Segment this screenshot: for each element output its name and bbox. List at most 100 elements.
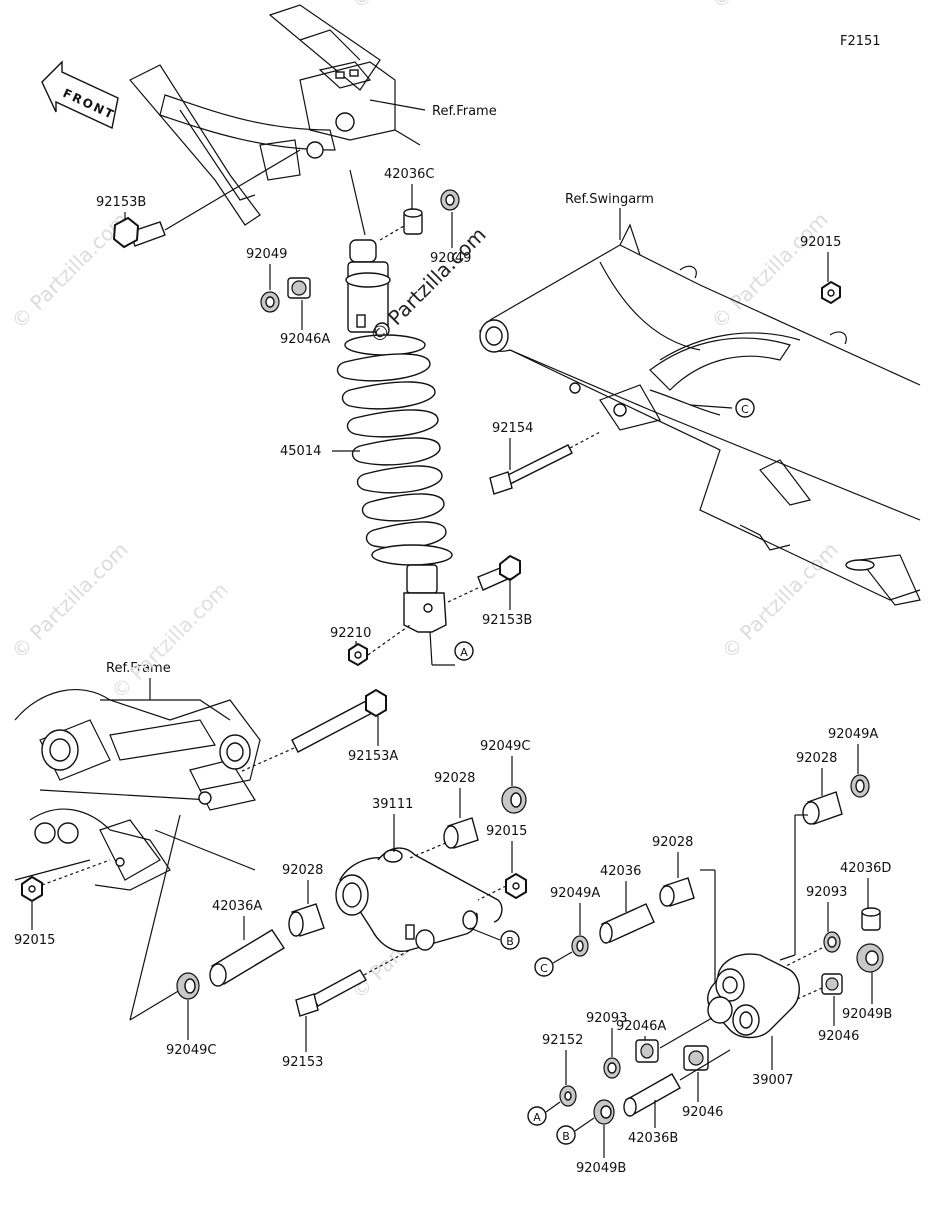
label-p08: 92153B xyxy=(482,613,532,628)
label-p03: 92049 xyxy=(246,247,287,262)
label-p06: 45014 xyxy=(280,444,321,459)
bearing-92046a-upper[interactable] xyxy=(287,277,311,299)
seal-92049-left[interactable] xyxy=(260,291,280,313)
label-p23: 92028 xyxy=(652,835,693,850)
shock-absorber-45014[interactable] xyxy=(336,239,453,633)
front-arrow-icon: FRONT xyxy=(41,60,119,130)
bearing-92046-right[interactable] xyxy=(821,973,843,995)
label-p09: 92015 xyxy=(800,235,841,250)
label-p27: 92093 xyxy=(806,885,847,900)
label-p29: 92093 xyxy=(586,1011,627,1026)
label-p36: 92049B xyxy=(576,1161,626,1176)
sleeve-92028-mid[interactable] xyxy=(443,817,479,849)
label-p31: 92046 xyxy=(682,1105,723,1120)
watermark-right-top: © Partzilla.com xyxy=(707,207,833,333)
callout-a-lower: A xyxy=(527,1106,547,1126)
seal-92093-right[interactable] xyxy=(823,931,841,953)
callout-a-upper: A xyxy=(454,641,474,661)
lower-frame-drawing xyxy=(14,689,261,891)
tie-rod-39111[interactable] xyxy=(335,847,503,952)
label-p33: 39007 xyxy=(752,1073,793,1088)
collar-42036c[interactable] xyxy=(403,208,423,235)
watermark-top-right: © Partzilla.com xyxy=(707,0,833,14)
watermark-top: © Partzilla.com xyxy=(347,0,473,14)
collar-42036[interactable] xyxy=(599,903,655,944)
ref-frame-upper-label: Ref.Frame xyxy=(432,104,497,119)
label-p01: 92153B xyxy=(96,195,146,210)
label-p05: 92046A xyxy=(280,332,330,347)
callout-c-lower-text: C xyxy=(540,962,548,975)
seal-92049c-lower-left[interactable] xyxy=(176,972,200,1000)
bolt-92153b-lower[interactable] xyxy=(477,554,521,591)
figure-code: F2151 xyxy=(840,34,881,49)
callout-c-upper: C xyxy=(735,398,755,418)
seal-92049c-mid[interactable] xyxy=(501,786,527,814)
bolt-92153b-upper[interactable] xyxy=(112,149,301,249)
label-p35: 42036B xyxy=(628,1131,678,1146)
swingarm-drawing xyxy=(479,223,921,606)
label-p34: 92046 xyxy=(818,1029,859,1044)
watermark-left-mid: © Partzilla.com xyxy=(7,537,133,663)
rocker-39007[interactable] xyxy=(707,953,800,1039)
nut-92015-swingarm[interactable] xyxy=(821,280,841,305)
bearing-92046-lower-mid[interactable] xyxy=(683,1045,709,1071)
callout-b-lower-text: B xyxy=(562,1130,570,1143)
collar-42036a[interactable] xyxy=(209,929,285,987)
washer-92152[interactable] xyxy=(559,1085,577,1107)
label-p07: 92210 xyxy=(330,626,371,641)
bolt-92153[interactable] xyxy=(295,969,367,1017)
seal-92093-lower[interactable] xyxy=(603,1057,621,1079)
label-p15: 92015 xyxy=(486,824,527,839)
callout-b-mid-text: B xyxy=(506,935,514,948)
label-p26: 42036D xyxy=(840,861,891,876)
label-p13: 92028 xyxy=(434,771,475,786)
sleeve-92028-right-mid[interactable] xyxy=(659,877,695,907)
nut-92210[interactable] xyxy=(348,642,368,667)
label-p16: 92028 xyxy=(282,863,323,878)
callout-c-upper-text: C xyxy=(741,403,749,416)
bearing-92046a-lower[interactable] xyxy=(635,1039,659,1063)
label-p18: 92015 xyxy=(14,933,55,948)
label-p22: 92028 xyxy=(796,751,837,766)
label-p11: 92153A xyxy=(348,749,398,764)
watermark-lower-left: © Partzilla.com xyxy=(107,577,233,703)
label-p20: 92153 xyxy=(282,1055,323,1070)
label-p02: 42036C xyxy=(384,167,434,182)
collar-42036d[interactable] xyxy=(861,907,881,931)
callout-b-lower: B xyxy=(556,1125,576,1145)
washer-92049a-right[interactable] xyxy=(850,774,870,798)
label-p32: 92049B xyxy=(842,1007,892,1022)
sleeve-92028-upper-right[interactable] xyxy=(802,791,843,825)
watermark-right-mid: © Partzilla.com xyxy=(717,537,843,663)
label-p19: 92049C xyxy=(166,1043,216,1058)
label-p04: 92049 xyxy=(430,251,471,266)
label-p25: 92049A xyxy=(550,886,600,901)
label-p12: 92049C xyxy=(480,739,530,754)
callout-c-lower: C xyxy=(534,957,554,977)
ref-frame-lower-label: Ref.Frame xyxy=(106,661,171,676)
label-p30: 92152 xyxy=(542,1033,583,1048)
bolt-92153a[interactable] xyxy=(291,688,387,753)
callout-b-mid: B xyxy=(500,930,520,950)
label-p14: 39111 xyxy=(372,797,413,812)
label-p28: 92046A xyxy=(616,1019,666,1034)
washer-92049a-left[interactable] xyxy=(571,935,589,957)
washer-92049b-lower[interactable] xyxy=(593,1099,615,1125)
nut-92015-lower-left[interactable] xyxy=(21,875,43,903)
washer-92049b-right[interactable] xyxy=(856,943,884,973)
label-p24: 42036 xyxy=(600,864,641,879)
callout-a-upper-text: A xyxy=(460,646,468,659)
callout-a-lower-text: A xyxy=(533,1111,541,1124)
watermark-left-top: © Partzilla.com xyxy=(7,207,133,333)
label-p21: 92049A xyxy=(828,727,878,742)
bolt-92154[interactable] xyxy=(489,444,573,495)
nut-92015-mid[interactable] xyxy=(505,872,527,900)
ref-swingarm-label: Ref.Swingarm xyxy=(565,192,654,207)
sleeve-92028-left[interactable] xyxy=(288,903,325,937)
seal-92049-right[interactable] xyxy=(440,189,460,211)
label-p10: 92154 xyxy=(492,421,533,436)
label-p17: 42036A xyxy=(212,899,262,914)
collar-42036b[interactable] xyxy=(623,1073,681,1117)
